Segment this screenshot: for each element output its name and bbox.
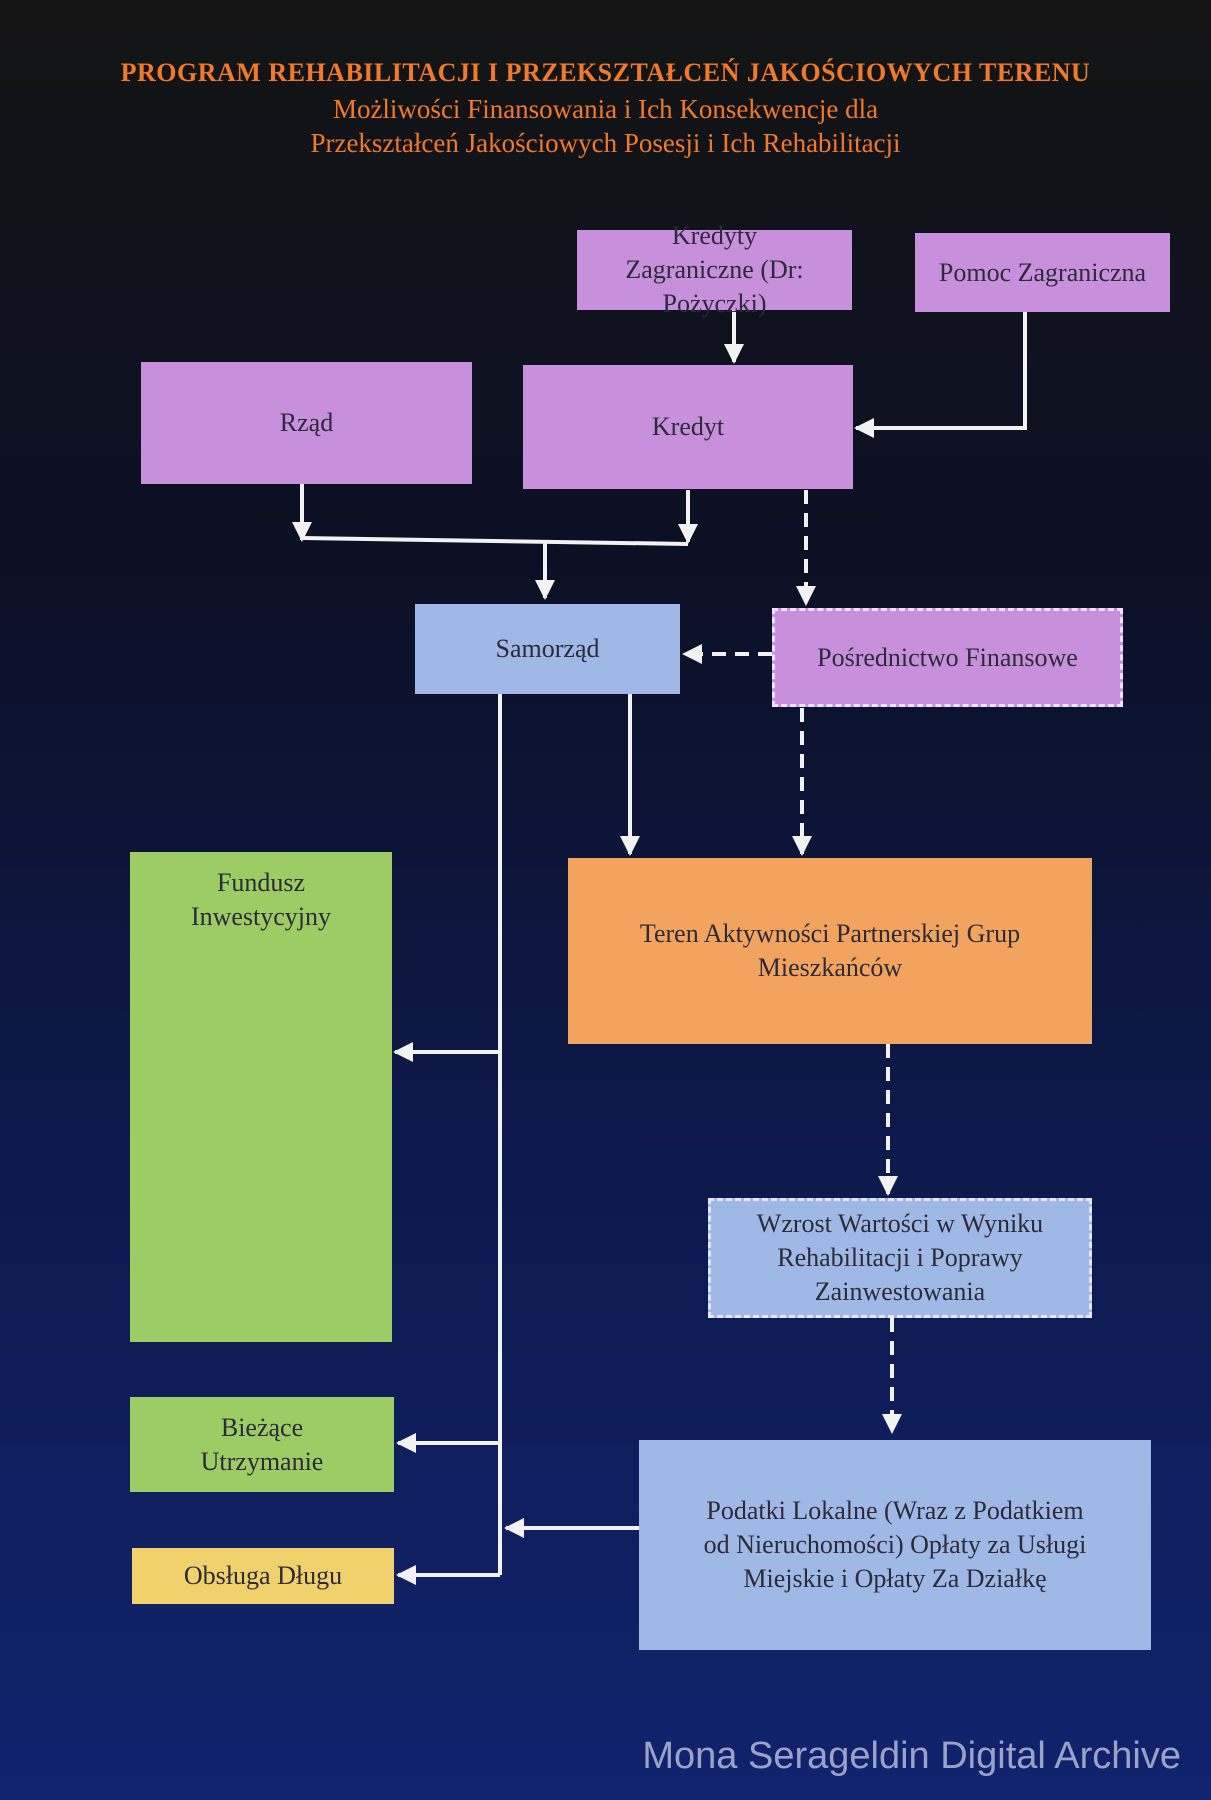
node-kredyt: Kredyt — [523, 365, 853, 489]
node-samorzad: Samorząd — [415, 604, 680, 694]
node-posrednictwo-finansowe: Pośrednictwo Finansowe — [772, 608, 1123, 707]
connector-merge-horizontal — [301, 536, 689, 546]
diagram-subtitle: Możliwości Finansowania i Ich Konsekwenc… — [310, 94, 901, 158]
node-obsluga-dlugu: Obsługa Długu — [132, 1548, 394, 1604]
diagram-title: PROGRAM REHABILITACJI I PRZEKSZTAŁCEŃ JA… — [120, 58, 1091, 87]
watermark: Mona Serageldin Digital Archive — [642, 1735, 1181, 1777]
node-teren-aktywnosci: Teren Aktywności Partnerskiej Grup Miesz… — [568, 858, 1092, 1044]
connector-pomoc-kredyt — [854, 312, 1027, 438]
node-fundusz-inwestycyjny: Fundusz Inwestycyjny — [130, 852, 392, 1342]
node-biezace-utrzymanie: Bieżące Utrzymanie — [130, 1397, 394, 1492]
node-wzrost-wartosci: Wzrost Wartości w Wyniku Rehabilitacji i… — [708, 1198, 1092, 1318]
node-rzad: Rząd — [141, 362, 472, 484]
node-pomoc-zagraniczna: Pomoc Zagraniczna — [915, 233, 1170, 312]
node-kredyty-zagraniczne: Kredyty Zagraniczne (Dr: Pożyczki) — [577, 221, 852, 318]
node-podatki-lokalne: Podatki Lokalne (Wraz z Podatkiem od Nie… — [639, 1440, 1151, 1650]
